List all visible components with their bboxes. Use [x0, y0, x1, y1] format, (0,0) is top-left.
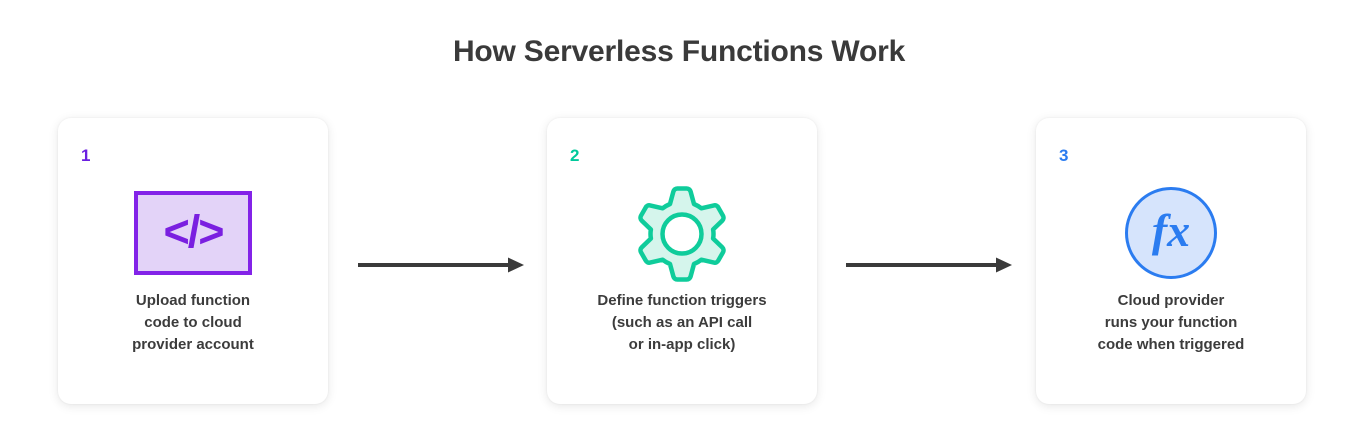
code-brackets-icon: </> — [134, 191, 252, 275]
steps-row: 1 </> Upload function code to cloud prov… — [58, 118, 1306, 405]
step-3-icon-wrap: fx — [1036, 178, 1306, 288]
arrow-step2-to-step3 — [846, 254, 1014, 276]
gear-icon — [632, 183, 732, 283]
step-card-1: 1 </> Upload function code to cloud prov… — [58, 118, 328, 404]
step-caption-3: Cloud provider runs your function code w… — [1097, 292, 1245, 353]
step-number-1: 1 — [81, 146, 91, 165]
fx-glyph: fx — [1151, 205, 1191, 256]
step-caption-1: Upload function code to cloud provider a… — [132, 292, 254, 353]
code-brackets-glyph: </> — [163, 205, 224, 257]
step-number-3: 3 — [1059, 146, 1069, 165]
step-card-3: 3 fx Cloud provider runs your function c… — [1036, 118, 1306, 404]
step-card-2: 2 Define function triggers (such as an A… — [547, 118, 817, 404]
step-number-2: 2 — [570, 146, 580, 165]
step-caption-2: Define function triggers (such as an API… — [597, 292, 767, 353]
arrow-step1-to-step2 — [358, 254, 526, 276]
page-title: How Serverless Functions Work — [452, 35, 906, 68]
step-2-icon-wrap — [547, 178, 817, 288]
step-1-icon-wrap: </> — [58, 178, 328, 288]
fx-function-icon: fx — [1125, 187, 1217, 279]
